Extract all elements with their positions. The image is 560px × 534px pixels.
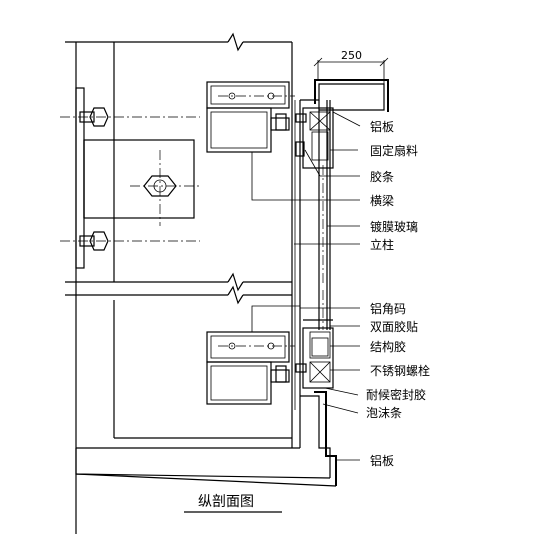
label-aluminum-panel-bottom: 铝板 [370, 453, 394, 468]
building-structure [65, 32, 300, 534]
lower-transom [206, 331, 295, 405]
embedded-plate [75, 87, 195, 269]
bracket-bolt [130, 150, 200, 226]
drawing-title: 纵剖面图 [184, 494, 282, 513]
aluminum-panel-top [300, 60, 389, 112]
label-aluminum-angle: 铝角码 [370, 301, 406, 316]
mullion [291, 42, 301, 448]
label-coated-glass: 镀膜玻璃 [370, 220, 418, 234]
label-structural-sealant: 结构胶 [370, 339, 406, 354]
label-double-tape: 双面胶贴 [370, 319, 418, 334]
label-rubber-strip: 胶条 [370, 169, 394, 184]
upper-transom [206, 81, 295, 153]
label-weather-sealant: 耐候密封胶 [366, 387, 426, 402]
coated-glass [318, 100, 331, 330]
label-beam: 横梁 [370, 193, 394, 208]
label-aluminum-panel-top: 铝板 [370, 119, 394, 134]
label-column: 立柱 [370, 237, 394, 252]
upper-glass-frame [295, 107, 334, 169]
label-stainless-bolt: 不锈钢螺栓 [370, 363, 430, 378]
dimension-250: 250 [313, 49, 389, 67]
anchor-bolt-bottom [60, 231, 200, 251]
label-fixed-sash: 固定扇料 [370, 143, 418, 158]
lower-glass-frame [295, 319, 334, 389]
dimension-text: 250 [341, 49, 362, 62]
drawing-title-text: 纵剖面图 [198, 494, 254, 510]
label-foam-strip: 泡沫条 [366, 406, 402, 420]
aluminum-panel-bottom [75, 391, 337, 487]
leader-lines [251, 111, 361, 461]
anchor-bolt-top [60, 107, 200, 127]
callout-labels: 铝板 固定扇料 胶条 横梁 镀膜玻璃 立柱 铝角码 双面胶贴 结构胶 不锈钢螺栓… [366, 119, 430, 468]
